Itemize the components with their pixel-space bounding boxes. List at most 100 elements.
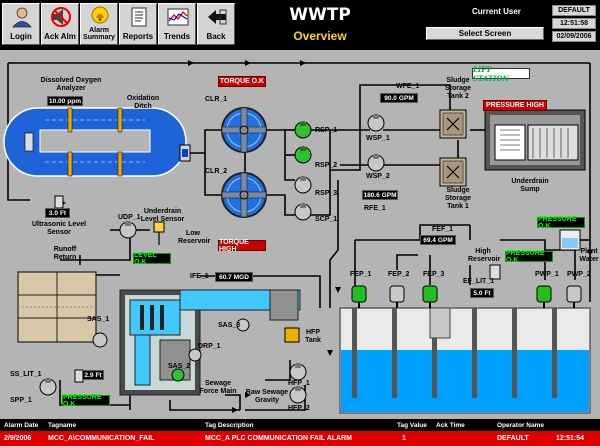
fep2-pump[interactable] (389, 285, 405, 308)
alarm-col-tagname: Tagname (48, 421, 77, 429)
alarm-value: 1 (402, 435, 406, 442)
ultrasonic-label: Ultrasonic Level Sensor (31, 221, 87, 236)
underdrain-sump-label: Underdrain Sump (511, 178, 549, 193)
rsp2-label: RSP_2 (315, 162, 338, 169)
rfe1-unit: GPM (381, 191, 397, 199)
page-subtitle: Overview (293, 29, 347, 43)
plant-water-tank (559, 229, 581, 251)
scp1-pump[interactable] (294, 203, 312, 221)
pwp2-pump[interactable] (566, 285, 582, 308)
alarm-col-value: Tag Value (397, 421, 427, 429)
pressure-ok-status-1: PRESSURE O.K (537, 216, 585, 230)
process-graphics (3, 60, 593, 414)
hfp2-pump[interactable] (289, 386, 307, 404)
ef-lit1-value: 5.0 (473, 289, 483, 297)
ife1-label: IFE_1 (190, 273, 209, 280)
ss-lit1-label: SS_LIT_1 (10, 371, 42, 378)
alarm-time: 12:51:54 (556, 435, 585, 442)
pwp1-label: PWP_1 (535, 271, 559, 278)
rsp3-label: RSP_3 (315, 190, 338, 197)
runoff-return-label: Runoff Return (53, 246, 77, 261)
trend-icon (167, 8, 189, 26)
ack-alarm-label: Ack Alm (44, 32, 76, 41)
udp1-pump[interactable] (119, 221, 137, 239)
login-label: Login (10, 32, 32, 41)
ss-lit1-unit: Ft (95, 371, 102, 379)
level-ok-status: LEVEL O.K (133, 252, 171, 266)
pwp1-pump[interactable] (536, 285, 552, 308)
rfe1-value: 180.6 (363, 191, 380, 199)
ife1-unit: MGD (233, 273, 249, 281)
sas1-pump[interactable] (92, 332, 108, 348)
reports-button[interactable]: Reports (119, 3, 157, 45)
sludge-tank-2-label: Sludge Storage Tank 2 (444, 77, 472, 100)
report-icon (131, 7, 147, 27)
login-button[interactable]: Login (2, 3, 40, 45)
lift-station-label[interactable]: LIFT STATION (472, 65, 530, 83)
ef-lit1-label: EF_LIT_1 (463, 278, 495, 285)
current-user-label: Current User (472, 7, 521, 16)
alarm-bell-icon (91, 6, 109, 24)
wsp1-label: WSP_1 (366, 135, 390, 142)
ultrasonic-value: 3.0 (48, 209, 58, 217)
wfe1-value: 90.0 (384, 94, 397, 102)
effluent-tank (339, 307, 591, 414)
alarm-operator: DEFAULT (497, 435, 529, 442)
pressure-ok-status-2: PRESSURE O.K (505, 250, 553, 264)
pressure-ok-status-3: PRESSURE O.K (62, 394, 110, 408)
high-reservoir-label: High Reservoir (468, 248, 501, 263)
sludge-storage-tank-1 (439, 157, 467, 187)
ife1-value: 60.7 (219, 273, 232, 281)
alarm-date: 2/9/2006 (4, 435, 32, 442)
header-bar: Login Ack Alm Alarm Summary (0, 0, 600, 50)
hfp1-pump[interactable] (289, 363, 307, 381)
wsp2-label: WSP_2 (366, 173, 390, 180)
rsp1-pump[interactable] (294, 121, 312, 139)
rsp1-label: RSP_1 (315, 127, 338, 134)
hfp-tank (284, 327, 300, 343)
oxidation-ditch-label: Oxidation Ditch (126, 95, 160, 110)
rsp2-pump[interactable] (294, 146, 312, 164)
alarm-row[interactable]: 2/9/2006 MCC_A\COMMUNICATION_FAIL MCC_A … (0, 431, 600, 446)
fep3-pump[interactable] (422, 285, 438, 308)
sas3-pump[interactable] (236, 318, 250, 332)
drp1-pump[interactable] (188, 348, 202, 362)
scp1-label: SCP_1 (315, 216, 338, 223)
hfp-tank-label: HFP Tank (305, 329, 321, 344)
sas1-label: SAS_1 (87, 316, 110, 323)
select-screen-button[interactable]: Select Screen (426, 27, 544, 40)
spp1-pump[interactable] (39, 378, 57, 396)
sas2-label: SAS_2 (168, 363, 191, 370)
fef1-unit: GPM (437, 236, 453, 244)
back-button[interactable]: Back (197, 3, 235, 45)
back-label: Back (206, 32, 226, 41)
sewage-force-main-label: Sewage Force Main (199, 380, 237, 395)
wsp1-pump[interactable] (367, 114, 385, 132)
clr2-label: CLR_2 (205, 168, 228, 175)
alarm-summary-button[interactable]: Alarm Summary (80, 3, 118, 45)
wsp2-pump[interactable] (367, 154, 385, 172)
spp1-label: SPP_1 (10, 397, 32, 404)
rsp3-pump[interactable] (294, 176, 312, 194)
pressure-high-status: PRESSURE HIGH (483, 100, 547, 111)
wfe1-label: WFE_1 (396, 83, 420, 90)
fep1-pump[interactable] (351, 285, 367, 308)
fep3-label: FEP_3 (423, 271, 445, 278)
current-user-value: DEFAULT (552, 5, 596, 16)
speaker-mute-icon (51, 7, 71, 27)
hfp1-label: HFP_1 (288, 380, 310, 387)
underdrain-level-sensor-label: Underdrain Level Sensor (140, 208, 185, 223)
ultrasonic-sensor (54, 195, 64, 209)
ack-alarm-button[interactable]: Ack Alm (41, 3, 79, 45)
alarm-col-ack: Ack Time (436, 421, 465, 429)
back-arrow-icon (208, 9, 227, 25)
trends-button[interactable]: Trends (158, 3, 196, 45)
sas2-pump[interactable] (171, 368, 185, 382)
fep1-label: FEP_1 (350, 271, 372, 278)
ef-lit-sensor (489, 264, 501, 280)
